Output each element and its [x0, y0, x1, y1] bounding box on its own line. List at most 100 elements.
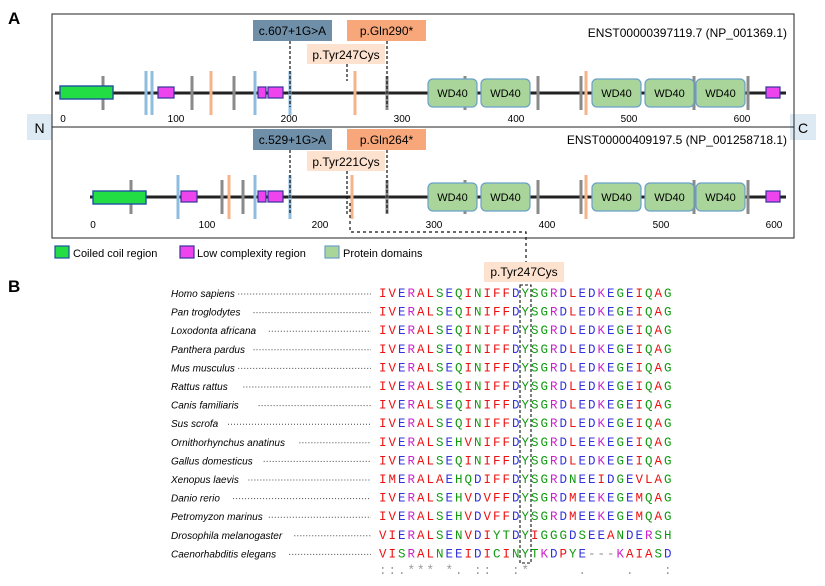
residue: N: [474, 380, 482, 394]
consensus-symbol: :: [512, 564, 520, 578]
residue: Q: [645, 417, 653, 431]
residue: N: [455, 529, 463, 543]
track1-missense-label: p.Tyr247Cys: [312, 48, 379, 62]
residue: Y: [522, 473, 530, 487]
residue: I: [503, 547, 511, 561]
residue: L: [569, 436, 577, 450]
residue: E: [626, 473, 634, 487]
residue: S: [531, 287, 539, 301]
legend-lowcomp-label: Low complexity region: [197, 248, 306, 260]
residue: I: [636, 436, 644, 450]
residue: K: [598, 306, 606, 320]
residue: D: [512, 287, 520, 301]
residue: S: [436, 343, 444, 357]
residue: E: [398, 361, 406, 375]
species-name: Drosophila melanogaster: [171, 531, 283, 542]
residue: N: [474, 399, 482, 413]
residue: A: [655, 361, 663, 375]
residue: R: [408, 287, 416, 301]
residue: I: [379, 454, 387, 468]
consensus-symbol: *: [417, 564, 425, 578]
residue: I: [465, 399, 473, 413]
consensus-symbol: *: [446, 564, 454, 578]
residue: E: [455, 547, 463, 561]
residue: G: [541, 417, 549, 431]
residue: D: [512, 510, 520, 524]
species-name: Xenopus laevis: [170, 475, 239, 486]
residue: I: [484, 473, 492, 487]
track2-nonsense-box: [347, 129, 426, 150]
residue: I: [484, 361, 492, 375]
residue: I: [465, 306, 473, 320]
residue: E: [446, 529, 454, 543]
consensus-symbol: [436, 564, 444, 578]
track1-exon-mark-orange: [209, 71, 213, 115]
residue: D: [560, 473, 568, 487]
track1-tick-label: 600: [734, 114, 751, 125]
residue: G: [664, 380, 672, 394]
residue: G: [664, 492, 672, 506]
track1-nonsense-box: [347, 20, 426, 41]
residue: S: [531, 417, 539, 431]
residue: E: [588, 510, 596, 524]
residue: F: [493, 473, 501, 487]
residue: I: [389, 547, 397, 561]
residue: I: [465, 547, 473, 561]
residue: F: [493, 380, 501, 394]
residue: A: [417, 324, 425, 338]
track2-tick-label: 0: [90, 220, 96, 231]
residue: I: [379, 324, 387, 338]
c-terminus-label: C: [798, 120, 808, 136]
consensus-symbol: .: [398, 564, 406, 578]
track2-transcript-id: ENST00000409197.5 (NP_001258718.1): [567, 133, 787, 147]
residue: Q: [645, 436, 653, 450]
residue: S: [531, 380, 539, 394]
residue: S: [531, 454, 539, 468]
residue: E: [607, 287, 615, 301]
n-terminus-label: N: [34, 120, 44, 136]
residue: S: [436, 529, 444, 543]
residue: K: [598, 399, 606, 413]
residue: D: [588, 454, 596, 468]
track1-transcript-id: ENST00000397119.7 (NP_001369.1): [588, 26, 787, 40]
residue: E: [398, 343, 406, 357]
residue: F: [493, 454, 501, 468]
residue: Y: [522, 306, 530, 320]
consensus-symbol: :: [379, 564, 387, 578]
track2-frame: [51, 126, 795, 239]
track1-exon-mark-blue: [253, 71, 257, 115]
residue: E: [607, 417, 615, 431]
species-name: Canis familiaris: [171, 401, 239, 412]
track1-low-complexity: [257, 86, 267, 99]
residue: E: [446, 361, 454, 375]
residue: A: [655, 510, 663, 524]
residue: E: [579, 343, 587, 357]
track2-splice-label: c.529+1G>A: [259, 133, 326, 147]
residue: G: [560, 529, 568, 543]
residue: E: [588, 473, 596, 487]
residue: S: [398, 547, 406, 561]
residue: E: [398, 324, 406, 338]
residue: I: [484, 287, 492, 301]
residue: A: [417, 306, 425, 320]
residue: Y: [522, 529, 530, 543]
residue: V: [465, 529, 473, 543]
residue: G: [664, 510, 672, 524]
consensus-symbol: [531, 564, 539, 578]
residue: E: [579, 361, 587, 375]
track2-coiled-coil: [92, 190, 147, 205]
residue: Q: [455, 417, 463, 431]
residue: K: [598, 361, 606, 375]
track2-domain-label: WD40: [601, 192, 632, 204]
residue: L: [569, 361, 577, 375]
residue: M: [636, 492, 644, 506]
residue: S: [531, 436, 539, 450]
consensus-symbol: :: [484, 564, 492, 578]
alignment-mutation-box: [484, 262, 564, 282]
residue: A: [417, 287, 425, 301]
consensus-symbol: .: [579, 564, 587, 578]
residue: D: [560, 454, 568, 468]
residue: E: [607, 306, 615, 320]
residue: E: [446, 324, 454, 338]
